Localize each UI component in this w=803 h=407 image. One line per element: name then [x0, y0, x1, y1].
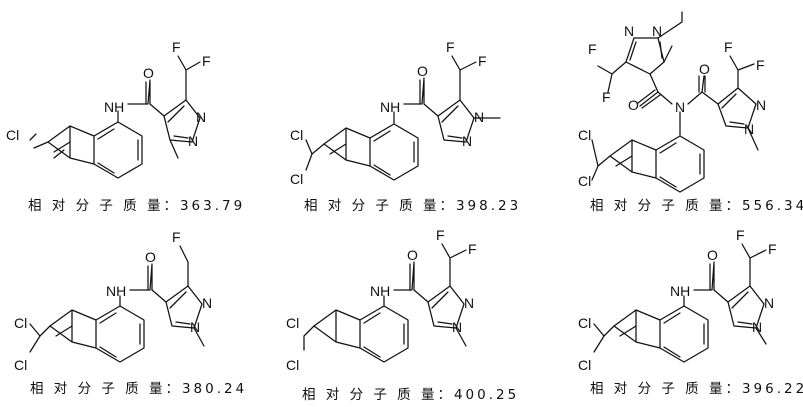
compound-3-n1-label: N: [624, 23, 634, 39]
compound-2-cl2-label: Cl: [290, 171, 303, 187]
compound-2-n1-label: N: [474, 109, 484, 125]
compound-4-n1-label: N: [202, 295, 212, 311]
compound-2-n2-label: N: [462, 133, 472, 149]
compound-3-o2-label: O: [699, 61, 710, 77]
compound-6-nh-label: NH: [670, 283, 690, 299]
compound-3-n4-label: N: [744, 121, 754, 137]
compound-4-f1-label: F: [172, 229, 181, 245]
compound-6-f1-label: F: [736, 227, 745, 243]
compound-4: Cl Cl NH O F N N 相 对 分 子 质 量：380.24: [14, 229, 247, 397]
compound-6-bonds: [593, 243, 767, 363]
compound-5-n1-label: N: [464, 295, 474, 311]
compound-2-caption: 相 对 分 子 质 量：398.23: [304, 198, 521, 214]
compound-5: Cl Cl NH O F F N N 相 对 分 子 质 量：400.25: [286, 227, 519, 403]
compound-3-n3-label: N: [756, 97, 766, 113]
compound-3-f1-label: F: [588, 41, 597, 57]
compound-4-n2-label: N: [190, 319, 200, 335]
compound-1-n1-label: N: [196, 109, 206, 125]
compound-5-f1-label: F: [436, 227, 445, 243]
compound-1-n2-label: N: [188, 133, 198, 149]
compound-5-f2-label: F: [468, 241, 477, 257]
compound-4-nh-label: NH: [106, 283, 126, 299]
compound-6-o-label: O: [707, 247, 718, 263]
compound-2-bonds: [305, 55, 501, 181]
compound-1-caption: 相 对 分 子 质 量：363.79: [28, 198, 245, 214]
compound-2-o-label: O: [417, 63, 428, 79]
compound-3-o1-label: O: [628, 97, 639, 113]
compound-3-amide-n-label: N: [675, 99, 685, 115]
compound-1-f1-label: F: [172, 39, 181, 55]
compound-6-cl2-label: Cl: [578, 357, 591, 373]
compound-4-cl1-label: Cl: [14, 315, 27, 331]
compound-4-cl2-label: Cl: [14, 357, 27, 373]
compound-3-cl2-label: Cl: [578, 173, 591, 189]
compound-3-f4-label: F: [756, 57, 765, 73]
compound-5-nh-label: NH: [370, 283, 390, 299]
compound-3-f3-label: F: [724, 39, 733, 55]
compound-1-o-label: O: [143, 65, 154, 81]
compound-6-caption: 相 对 分 子 质 量：396.22: [590, 381, 803, 397]
compound-6-n1-label: N: [764, 295, 774, 311]
compound-4-bonds: [29, 245, 205, 363]
compound-3-caption: 相 对 分 子 质 量：556.34: [590, 198, 803, 214]
compound-6: Cl Cl NH O F F N N 相 对 分 子 质 量：396.22: [578, 227, 803, 397]
compound-2: Cl Cl NH O F F N N 相 对 分 子 质 量：398.23: [290, 39, 521, 214]
compound-1-f2-label: F: [202, 53, 211, 69]
compound-5-bonds: [303, 243, 467, 363]
compound-4-o-label: O: [145, 249, 156, 265]
compound-2-f2-label: F: [478, 53, 487, 69]
compound-2-f1-label: F: [446, 39, 455, 55]
compound-3-cl1-label: Cl: [578, 127, 591, 143]
compound-2-cl1-label: Cl: [290, 127, 303, 143]
compound-3-f2-label: F: [602, 89, 611, 105]
compound-5-n2-label: N: [452, 319, 462, 335]
compound-1: Cl NH O F F N N 相 对 分 子 质 量：363.79: [6, 39, 245, 214]
compound-3-bonds: [591, 11, 759, 193]
compound-1-bonds: [29, 55, 201, 179]
compound-3-n2-label: N: [652, 23, 662, 39]
compound-5-cl1-label: Cl: [286, 315, 299, 331]
compound-5-o-label: O: [407, 247, 418, 263]
compound-6-cl1-label: Cl: [578, 315, 591, 331]
compound-6-f2-label: F: [768, 241, 777, 257]
compound-5-cl2-label: Cl: [286, 357, 299, 373]
compound-3: Cl Cl N O O F F F F N N N N 相 对 分 子 质 量：…: [578, 11, 803, 214]
compound-2-nh-label: NH: [380, 99, 400, 115]
compound-5-caption: 相 对 分 子 质 量：400.25: [302, 387, 519, 403]
compound-4-caption: 相 对 分 子 质 量：380.24: [30, 381, 247, 397]
compound-1-nh-label: NH: [104, 99, 124, 115]
compound-1-cl1-label: Cl: [6, 127, 19, 143]
compound-6-n2-label: N: [752, 319, 762, 335]
